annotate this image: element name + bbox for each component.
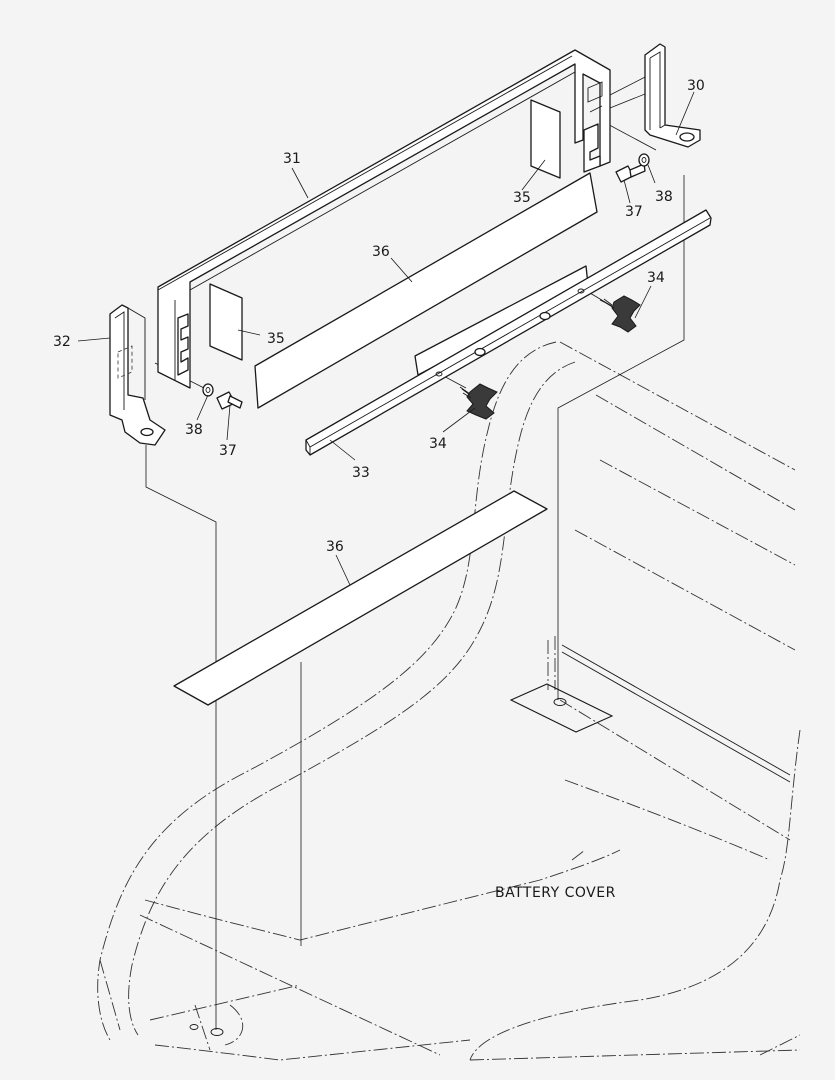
callout-38-left: 38: [185, 422, 203, 438]
part-37-bolt-left: [216, 391, 243, 410]
part-35-pad-right: [530, 99, 561, 179]
part-38-washer-right: [638, 153, 650, 167]
callout-leaders: [77, 91, 695, 586]
battery-cover-outline: [97, 341, 801, 1061]
callout-37-right: 37: [625, 204, 643, 220]
callout-33: 33: [352, 465, 370, 481]
callout-32: 32: [53, 334, 71, 350]
battery-cover-caption: BATTERY COVER: [495, 885, 616, 901]
callout-31: 31: [283, 151, 301, 167]
callout-30: 30: [687, 78, 705, 94]
callout-34-lower: 34: [429, 436, 447, 452]
part-30-right-bracket: [644, 43, 701, 148]
part-36-strip-lower: [173, 490, 548, 706]
part-31-main-bracket: [157, 49, 611, 389]
callout-36-upper: 36: [372, 244, 390, 260]
part-34-knob-lower: [459, 383, 498, 420]
callout-38-right: 38: [655, 189, 673, 205]
callout-36-lower: 36: [326, 539, 344, 555]
part-33-rail-bar: [305, 209, 712, 456]
callout-35-left: 35: [267, 331, 285, 347]
part-37-bolt-right: [615, 163, 646, 183]
callout-35-right: 35: [513, 190, 531, 206]
part-38-washer-left: [202, 383, 214, 397]
callout-34-upper: 34: [647, 270, 665, 286]
part-34-knob-upper: [599, 295, 641, 333]
callout-37-left: 37: [219, 443, 237, 459]
part-35-pad-left: [209, 283, 243, 361]
part-32-left-bracket: [109, 304, 166, 446]
part-36-strip-upper: [254, 172, 598, 409]
